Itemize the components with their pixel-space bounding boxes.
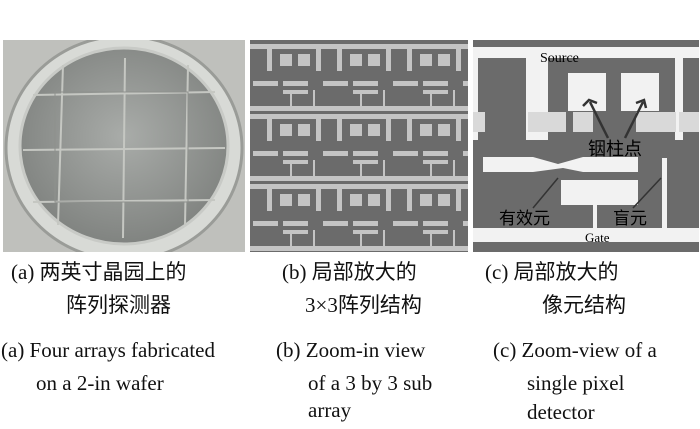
caption-c-en-2: single pixel (527, 371, 625, 395)
caption-b-cn-1: (b) 局部放大的 (282, 260, 417, 284)
active-pixel-label: 有效元 (499, 209, 550, 228)
caption-a-en-2: on a 2-in wafer (36, 371, 164, 395)
caption-b-en-2: of a 3 by 3 sub (308, 371, 433, 395)
caption-a-cn-2: 阵列探测器 (66, 293, 171, 317)
caption-c-cn-1: (c) 局部放大的 (485, 260, 619, 284)
caption-c-en-3: detector (527, 400, 595, 424)
caption-c-cn-2: 像元结构 (542, 293, 626, 317)
gate-label: Gate (585, 230, 610, 245)
caption-b-cn-2: 3×3阵列结构 (305, 293, 422, 317)
caption-a-en-1: (a) Four arrays fabricated (1, 338, 215, 362)
caption-a-cn-1: (a) 两英寸晶园上的 (11, 260, 187, 284)
array-zoom-image (250, 40, 531, 252)
wafer-photo (3, 34, 245, 262)
caption-b-en-3: array (308, 398, 352, 422)
pixel-zoom-image: Source Gate 铟柱点 有效元 盲元 (473, 40, 699, 252)
indium-bump-label: 铟柱点 (588, 139, 642, 159)
caption-b-en-1: (b) Zoom-in view (276, 338, 426, 362)
source-label: Source (540, 51, 579, 66)
caption-c-en-1: (c) Zoom-view of a (493, 338, 657, 362)
blind-pixel-label: 盲元 (613, 209, 647, 228)
